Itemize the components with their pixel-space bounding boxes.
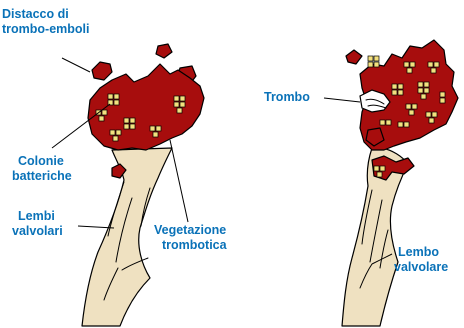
leader-trombo bbox=[324, 98, 360, 102]
right-small-embolus bbox=[346, 50, 362, 64]
label-vegetazione-line1: Vegetazione bbox=[154, 223, 226, 237]
label-colonie-line2: batteriche bbox=[12, 169, 72, 183]
left-valve-figure bbox=[82, 44, 204, 326]
leader-distacco bbox=[62, 58, 90, 72]
leader-vegetazione bbox=[170, 140, 188, 222]
label-distacco-line1: Distacco di bbox=[2, 7, 69, 21]
label-lembo-line1: Lembo bbox=[398, 245, 439, 259]
left-valve-leaflet bbox=[82, 148, 172, 326]
right-valve-figure bbox=[342, 40, 458, 326]
label-trombo: Trombo bbox=[264, 90, 310, 104]
label-lembi-line1: Lembi bbox=[18, 209, 55, 223]
label-lembi-line2: valvolari bbox=[12, 224, 63, 238]
label-colonie-line1: Colonie bbox=[18, 154, 64, 168]
label-lembo-line2: valvolare bbox=[394, 260, 448, 274]
left-detached-embolus bbox=[156, 44, 172, 58]
label-distacco-line2: trombo-emboli bbox=[2, 22, 90, 36]
left-detached-embolus bbox=[92, 62, 112, 80]
label-vegetazione-line2: trombotica bbox=[162, 238, 228, 252]
